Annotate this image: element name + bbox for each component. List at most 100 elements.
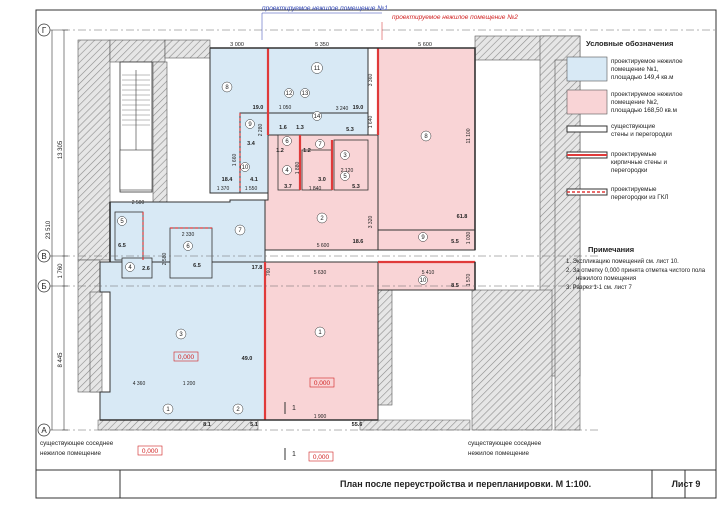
dim-5600: 5 600 xyxy=(317,243,330,249)
legend-5-line1: проектируемые xyxy=(611,186,657,193)
dim-760: 760 xyxy=(266,268,272,277)
neighbor-left-line2: нежилое помещение xyxy=(40,450,101,457)
room-1-14-num: 14 xyxy=(314,114,321,120)
room-1-12-num: 12 xyxy=(286,91,293,97)
neighbor-left-line1: существующее соседнее xyxy=(40,440,114,447)
room-2-9-area: 5.5 xyxy=(451,239,459,245)
room-1-7-area: 17.8 xyxy=(252,265,263,271)
room-2-5-area: 5.3 xyxy=(352,184,360,190)
legend-1-line1: проектируемое нежилое xyxy=(611,58,683,65)
legend-title: Условные обозначения xyxy=(586,39,673,48)
room-1-13-area: 1.3 xyxy=(296,125,304,131)
dim-1030: 1 030 xyxy=(466,232,472,245)
room-1-7-num: 7 xyxy=(238,228,242,234)
label-space-1: проектируемое нежилое помещение №1 xyxy=(262,5,388,12)
note-line-1: 1. Экспликацию помещений см. лист 10. xyxy=(566,258,679,265)
room-2-5-num: 5 xyxy=(343,174,347,180)
room-2-3-area: 3.7 xyxy=(284,184,292,190)
room-2-2-num: 2 xyxy=(320,216,324,222)
room-1-1-area: 8.1 xyxy=(203,422,211,428)
room-1-4-area: 2.6 xyxy=(142,266,150,272)
legend-4-line1: проектируемые xyxy=(611,151,657,158)
legend-4-line2: кирпичные стены и xyxy=(611,159,667,166)
space-2-subrooms xyxy=(277,134,369,191)
dim-left-top: 13 305 xyxy=(58,140,64,159)
room-1-9-num: 9 xyxy=(248,122,252,128)
space-1-subrooms xyxy=(114,211,213,279)
room-1-13-num: 13 xyxy=(302,91,309,97)
dim-top-3: 5 600 xyxy=(418,42,432,48)
title-block xyxy=(36,469,716,498)
room-1-5-area: 6.5 xyxy=(118,243,126,249)
axis-label-b: Б xyxy=(41,282,46,291)
room-1-14-area: 5.3 xyxy=(346,127,354,133)
room-2-10-num: 10 xyxy=(420,278,427,284)
dim-top-1: 3 000 xyxy=(230,42,244,48)
room-1-8-area: 19.0 xyxy=(253,105,264,111)
note-line-4: 3. Разрез 1-1 см. лист 7 xyxy=(566,285,633,291)
dim-1660: 1 660 xyxy=(232,154,238,167)
room-markers-space-1 xyxy=(117,62,323,415)
elevation-space-2: 0,000 xyxy=(314,380,331,387)
dim-left-total: 23 510 xyxy=(46,220,52,239)
title-block-title: План после переустройства и перепланиров… xyxy=(340,479,591,489)
axis-label-g: Г xyxy=(42,26,47,35)
new-gkl-partitions xyxy=(142,113,241,260)
room-2-7-num: 7 xyxy=(318,142,322,148)
room-2-4-num: 4 xyxy=(285,168,289,174)
room-2-2-area: 18.6 xyxy=(353,239,364,245)
room-1-8-num: 8 xyxy=(225,85,229,91)
legend-2-line2: помещение №2, xyxy=(611,99,659,106)
legend-3-line1: существующие xyxy=(611,123,656,130)
room-1-3-area: 49.0 xyxy=(242,356,253,362)
room-1-1-num: 1 xyxy=(166,407,170,413)
room-markers-space-2 xyxy=(282,130,432,338)
room-1-11-area: 19.0 xyxy=(353,105,364,111)
axis-label-v: В xyxy=(41,252,46,261)
room-2-4-area: 3.0 xyxy=(318,177,326,183)
room-1-6-area: 6.5 xyxy=(193,263,201,269)
room-1-10-num: 10 xyxy=(242,165,249,171)
room-2-1-area: 55.6 xyxy=(352,422,363,428)
dim-2580: 2 580 xyxy=(162,253,168,266)
legend-2-line1: проектируемое нежилое xyxy=(611,91,683,98)
axis-markers xyxy=(37,23,51,437)
dim-left-bottom: 8 445 xyxy=(58,352,64,368)
legend-1-line3: площадью 149,4 кв.м xyxy=(611,74,673,81)
space-2-fill xyxy=(264,47,476,421)
legend-swatches xyxy=(566,56,608,196)
dim-11100: 11 100 xyxy=(466,128,472,143)
sheet-frame xyxy=(35,9,717,499)
dim-2500: 2 500 xyxy=(132,200,145,206)
room-2-7-area: 1.2 xyxy=(303,148,311,154)
dim-2330: 2 330 xyxy=(182,232,195,238)
dim-1880: 1 880 xyxy=(295,162,301,175)
dim-4360: 4 360 xyxy=(133,381,146,387)
dim-1570: 1 570 xyxy=(466,274,472,287)
dim-left-b: 1 760 xyxy=(58,263,64,279)
elevation-marks xyxy=(137,351,335,462)
room-2-8-area: 61.8 xyxy=(457,214,468,220)
section-mark-bottom: 1 xyxy=(292,451,296,458)
dim-1200: 1 200 xyxy=(183,381,196,387)
notes-title: Примечания xyxy=(588,245,634,254)
room-1-2-num: 2 xyxy=(236,407,240,413)
label-space-2: проектируемое нежилое помещение №2 xyxy=(392,14,518,21)
dim-1370: 1 370 xyxy=(217,186,230,192)
legend-3-line2: стены и перегородки xyxy=(611,131,672,138)
staircase xyxy=(119,61,153,193)
new-brick-walls xyxy=(263,48,475,420)
elevation-space-1: 0,000 xyxy=(178,354,195,361)
dim-5410: 5 410 xyxy=(422,270,435,276)
legend-2-line3: площадью 168,50 кв.м xyxy=(611,107,677,114)
dim-3360: 3 360 xyxy=(368,74,374,87)
room-2-10-area: 8.5 xyxy=(451,283,459,289)
room-1-4-num: 4 xyxy=(128,265,132,271)
room-2-8-num: 8 xyxy=(424,134,428,140)
area-18-4: 18.4 xyxy=(222,177,234,183)
note-line-3: нежилого помещения xyxy=(576,276,636,282)
dim-1550: 1 550 xyxy=(245,186,258,192)
room-1-6-num: 6 xyxy=(186,244,190,250)
